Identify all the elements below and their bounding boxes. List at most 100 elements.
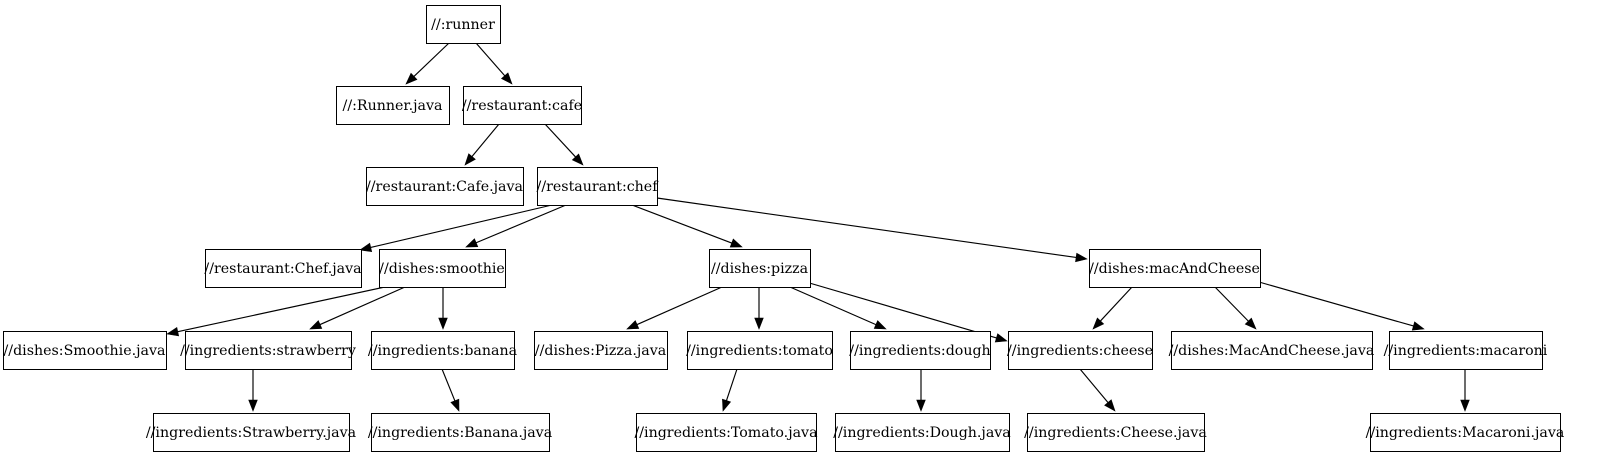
node-label: //ingredients:Macaroni.java xyxy=(1366,425,1565,441)
graph-node-ing_banana[interactable]: //ingredients:banana xyxy=(368,331,518,370)
graph-node-ing_dough[interactable]: //ingredients:dough xyxy=(849,331,991,370)
node-box[interactable] xyxy=(537,167,658,206)
node-box[interactable] xyxy=(1171,331,1373,370)
graph-node-macncheese_java[interactable]: //dishes:MacAndCheese.java xyxy=(1169,331,1375,370)
graph-node-runner_java[interactable]: //:Runner.java xyxy=(336,86,450,125)
edge-dishes_pizza-to-ing_dough xyxy=(789,286,887,330)
graph-node-dishes_smoothie[interactable]: //dishes:smoothie xyxy=(379,249,506,288)
node-box[interactable] xyxy=(371,331,515,370)
node-label: //restaurant:chef xyxy=(537,179,660,195)
edge-arrowhead-icon xyxy=(1075,252,1088,263)
graph-node-pizza_java[interactable]: //dishes:Pizza.java xyxy=(534,331,668,370)
edge-restaurant_chef-to-dishes_smoothie xyxy=(465,204,567,248)
edge-line xyxy=(475,42,506,77)
node-box[interactable] xyxy=(205,249,362,288)
node-box[interactable] xyxy=(850,331,991,370)
graph-node-chef_java[interactable]: //restaurant:Chef.java xyxy=(204,249,362,288)
node-box[interactable] xyxy=(835,413,1010,452)
node-box[interactable] xyxy=(336,86,450,125)
graph-node-macaroni_java[interactable]: //ingredients:Macaroni.java xyxy=(1366,413,1565,452)
edge-restaurant_chef-to-dishes_macncheese xyxy=(656,197,1088,263)
graph-node-restaurant_cafe[interactable]: //restaurant:cafe xyxy=(462,86,582,125)
edge-arrowhead-icon xyxy=(500,72,513,85)
node-box[interactable] xyxy=(1389,331,1543,370)
edge-line xyxy=(1100,286,1133,322)
node-label: //ingredients:cheese xyxy=(1007,343,1153,359)
node-box[interactable] xyxy=(687,331,833,370)
edge-line xyxy=(1079,368,1109,403)
node-box[interactable] xyxy=(463,86,582,125)
edge-arrowhead-icon xyxy=(1411,321,1425,331)
graph-node-cafe_java[interactable]: //restaurant:Cafe.java xyxy=(366,167,524,206)
graph-node-runner[interactable]: //:runner xyxy=(426,5,501,44)
edge-restaurant_cafe-to-cafe_java xyxy=(464,123,500,166)
edge-restaurant_cafe-to-restaurant_chef xyxy=(544,123,584,166)
node-box[interactable] xyxy=(366,167,524,206)
graph-node-ing_macaroni[interactable]: //ingredients:macaroni xyxy=(1384,331,1548,370)
node-label: //restaurant:Cafe.java xyxy=(366,179,524,195)
edge-dishes_pizza-to-ing_tomato xyxy=(754,287,764,330)
edge-arrowhead-icon xyxy=(873,320,887,330)
edge-arrowhead-icon xyxy=(405,72,418,85)
edge-line xyxy=(636,286,723,326)
node-box[interactable] xyxy=(3,331,167,370)
edge-arrowhead-icon xyxy=(464,153,476,166)
graph-node-dishes_macncheese[interactable]: //dishes:macAndCheese xyxy=(1089,249,1261,288)
edge-line xyxy=(177,286,386,333)
graph-node-dishes_pizza[interactable]: //dishes:pizza xyxy=(709,249,811,288)
nodes-layer: //:runner //:Runner.java //restaurant:cafe… xyxy=(3,5,1565,452)
node-label: //ingredients:banana xyxy=(368,343,518,359)
edge-restaurant_chef-to-chef_java xyxy=(359,204,553,253)
edge-runner-to-restaurant_cafe xyxy=(475,42,513,85)
node-box[interactable] xyxy=(1027,413,1205,452)
edge-ing_macaroni-to-macaroni_java xyxy=(1460,369,1470,412)
graph-node-ing_cheese[interactable]: //ingredients:cheese xyxy=(1007,331,1153,370)
graph-node-tomato_java[interactable]: //ingredients:Tomato.java xyxy=(634,413,818,452)
node-label: //dishes:smoothie xyxy=(379,261,505,277)
node-box[interactable] xyxy=(371,413,550,452)
edge-arrowhead-icon xyxy=(309,320,323,330)
edge-dishes_macncheese-to-ing_cheese xyxy=(1092,286,1133,330)
edge-ing_strawberry-to-strawberry_java xyxy=(248,369,258,412)
edge-ing_dough-to-dough_java xyxy=(916,369,926,412)
edge-line xyxy=(725,368,738,401)
node-label: //ingredients:dough xyxy=(849,343,990,359)
node-box[interactable] xyxy=(379,249,506,288)
node-box[interactable] xyxy=(534,331,668,370)
graph-node-ing_strawberry[interactable]: //ingredients:strawberry xyxy=(180,331,356,370)
node-box[interactable] xyxy=(1089,249,1261,288)
edge-dishes_pizza-to-ing_cheese xyxy=(805,281,1008,343)
edge-ing_banana-to-banana_java xyxy=(441,368,460,412)
edge-dishes_macncheese-to-macncheese_java xyxy=(1214,286,1257,330)
edge-line xyxy=(475,204,567,244)
node-box[interactable] xyxy=(185,331,352,370)
node-box[interactable] xyxy=(636,413,817,452)
node-label: //:Runner.java xyxy=(343,98,443,114)
edge-dishes_smoothie-to-ing_banana xyxy=(438,287,448,330)
graph-node-restaurant_chef[interactable]: //restaurant:chef xyxy=(537,167,660,206)
graph-node-cheese_java[interactable]: //ingredients:Cheese.java xyxy=(1024,413,1207,452)
node-box[interactable] xyxy=(153,413,350,452)
node-label: //restaurant:cafe xyxy=(462,98,582,114)
edge-ing_cheese-to-cheese_java xyxy=(1079,368,1116,412)
node-label: //dishes:Pizza.java xyxy=(535,343,667,359)
edge-line xyxy=(805,281,997,339)
edge-arrowhead-icon xyxy=(729,238,743,248)
edge-arrowhead-icon xyxy=(248,399,258,412)
graph-node-dough_java[interactable]: //ingredients:Dough.java xyxy=(833,413,1011,452)
graph-node-strawberry_java[interactable]: //ingredients:Strawberry.java xyxy=(146,413,357,452)
node-box[interactable] xyxy=(426,5,501,44)
edge-line xyxy=(789,286,877,326)
node-box[interactable] xyxy=(1370,413,1561,452)
edge-line xyxy=(656,197,1077,259)
node-box[interactable] xyxy=(709,249,811,288)
edge-arrowhead-icon xyxy=(1244,317,1257,330)
graph-node-smoothie_java[interactable]: //dishes:Smoothie.java xyxy=(3,331,167,370)
edge-line xyxy=(441,368,456,402)
node-box[interactable] xyxy=(1008,331,1153,370)
edge-arrowhead-icon xyxy=(166,326,180,337)
node-label: //dishes:Smoothie.java xyxy=(4,343,166,359)
graph-node-ing_tomato[interactable]: //ingredients:tomato xyxy=(686,331,833,370)
graph-node-banana_java[interactable]: //ingredients:Banana.java xyxy=(368,413,553,452)
